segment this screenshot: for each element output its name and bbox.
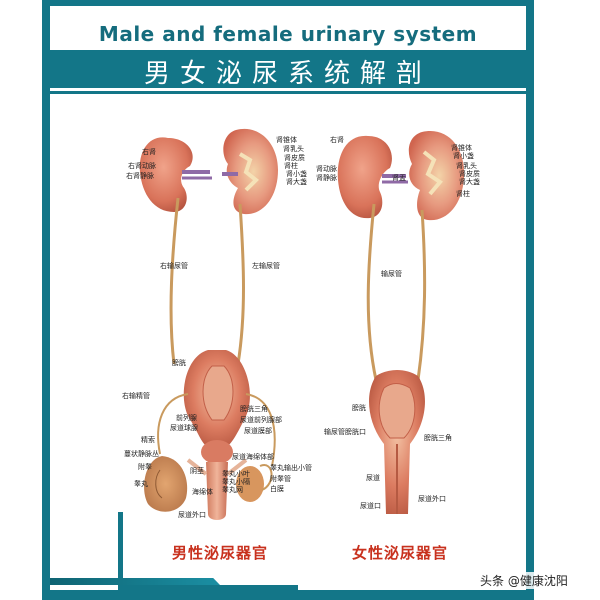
label-female-renal-cortex: 肾皮质 — [459, 170, 480, 178]
label-right-renal-artery: 右肾动脉 — [128, 162, 156, 170]
label-urethra: 尿道 — [366, 474, 380, 482]
penis-icon — [206, 462, 228, 520]
poster-background — [50, 6, 526, 594]
divider — [50, 91, 526, 94]
label-renal-papilla: 肾乳头 — [283, 145, 304, 153]
label-spongy-urethra: 尿道海绵体部 — [232, 453, 274, 461]
label-tunica-albuginea: 白膜 — [270, 485, 284, 493]
label-ureteric-orifice: 输尿管膀胱口 — [324, 428, 366, 436]
label-right-vas-deferens: 右输精管 — [122, 392, 150, 400]
label-bladder-trigone: 膀胱三角 — [240, 405, 268, 413]
label-female-bladder-trigone: 膀胱三角 — [424, 434, 452, 442]
male-left-kidney-cross-section — [223, 128, 278, 215]
label-female-renal-pyramid: 肾锥体 — [451, 144, 472, 152]
title-band — [50, 6, 526, 52]
label-female-renal-papilla: 肾乳头 — [456, 162, 477, 170]
poster-bottom-border — [42, 590, 534, 600]
title-english: Male and female urinary system — [98, 22, 478, 46]
label-pampiniform-plexus: 蔓状静脉丛 — [124, 450, 159, 458]
label-spermatic-cord: 精索 — [141, 436, 155, 444]
label-rete-testis: 睾丸网 — [222, 486, 243, 494]
label-female-minor-calyx: 肾小盏 — [453, 152, 474, 160]
label-renal-cortex: 肾皮质 — [284, 154, 305, 162]
divider — [50, 88, 526, 91]
title-chinese: 男女泌尿系统解剖 — [143, 59, 432, 89]
watermark: 头条 @健康沈阳 — [478, 572, 570, 589]
decorative-accent — [118, 512, 123, 590]
label-testis-septum: 睾丸小隔 — [222, 478, 250, 486]
decorative-accent — [118, 585, 298, 590]
testis-cross-section-icon — [236, 466, 264, 502]
label-renal-pyramid: 肾锥体 — [276, 136, 297, 144]
male-right-kidney — [139, 137, 193, 212]
label-bladder: 膀胱 — [172, 359, 186, 367]
label-external-urethral-orifice: 尿道外口 — [178, 511, 206, 519]
female-right-kidney — [337, 135, 392, 219]
label-renal-vein: 肾静脉 — [316, 174, 337, 182]
label-efferent-ductules: 睾丸输出小管 — [270, 464, 312, 472]
label-renal-pelvis: 肾盂 — [392, 174, 406, 182]
title-chinese-band — [50, 50, 526, 88]
caption-male-urinary-organs: 男性泌尿器官 — [172, 544, 269, 562]
label-epididymis: 附睾 — [138, 463, 152, 471]
label-female-right-kidney: 右肾 — [330, 136, 344, 144]
label-major-calyx: 肾大盏 — [286, 178, 307, 186]
right-ureter-icon — [169, 197, 180, 365]
label-bulbourethral-gland: 尿道球腺 — [170, 424, 198, 432]
label-ureter: 输尿管 — [381, 270, 402, 278]
female-left-kidney-cross-section — [408, 131, 465, 221]
label-prostatic-urethra: 尿道前列腺部 — [240, 416, 282, 424]
male-testis-icon — [144, 456, 188, 512]
caption-female-urinary-organs: 女性泌尿器官 — [352, 544, 449, 562]
decorative-accent — [50, 578, 220, 585]
label-right-kidney: 右肾 — [142, 148, 156, 156]
label-right-ureter: 右输尿管 — [160, 262, 188, 270]
label-female-major-calyx: 肾大盏 — [459, 178, 480, 186]
label-female-renal-column: 肾柱 — [456, 190, 470, 198]
label-epididymis-duct: 附睾管 — [270, 475, 291, 483]
label-membranous-urethra: 尿道膜部 — [244, 427, 272, 435]
label-penis: 阴茎 — [190, 467, 204, 475]
label-testis: 睾丸 — [134, 480, 148, 488]
label-corpus-cavernosum: 海绵体 — [192, 488, 213, 496]
label-renal-artery: 肾动脉 — [316, 165, 337, 173]
label-urethral-orifice: 尿道口 — [360, 502, 381, 510]
label-renal-column: 肾柱 — [284, 162, 298, 170]
female-ureter-icon — [366, 203, 378, 381]
label-testis-lobule: 睾丸小叶 — [222, 470, 250, 478]
urinary-system-illustration — [139, 128, 465, 520]
label-right-renal-vein: 右肾静脉 — [126, 172, 154, 180]
label-female-external-urethral-orifice: 尿道外口 — [418, 495, 446, 503]
label-prostate: 前列腺 — [176, 414, 197, 422]
label-female-bladder: 膀胱 — [352, 404, 366, 412]
label-left-ureter: 左输尿管 — [252, 262, 280, 270]
label-minor-calyx: 肾小盏 — [286, 170, 307, 178]
left-ureter-icon — [236, 203, 245, 365]
